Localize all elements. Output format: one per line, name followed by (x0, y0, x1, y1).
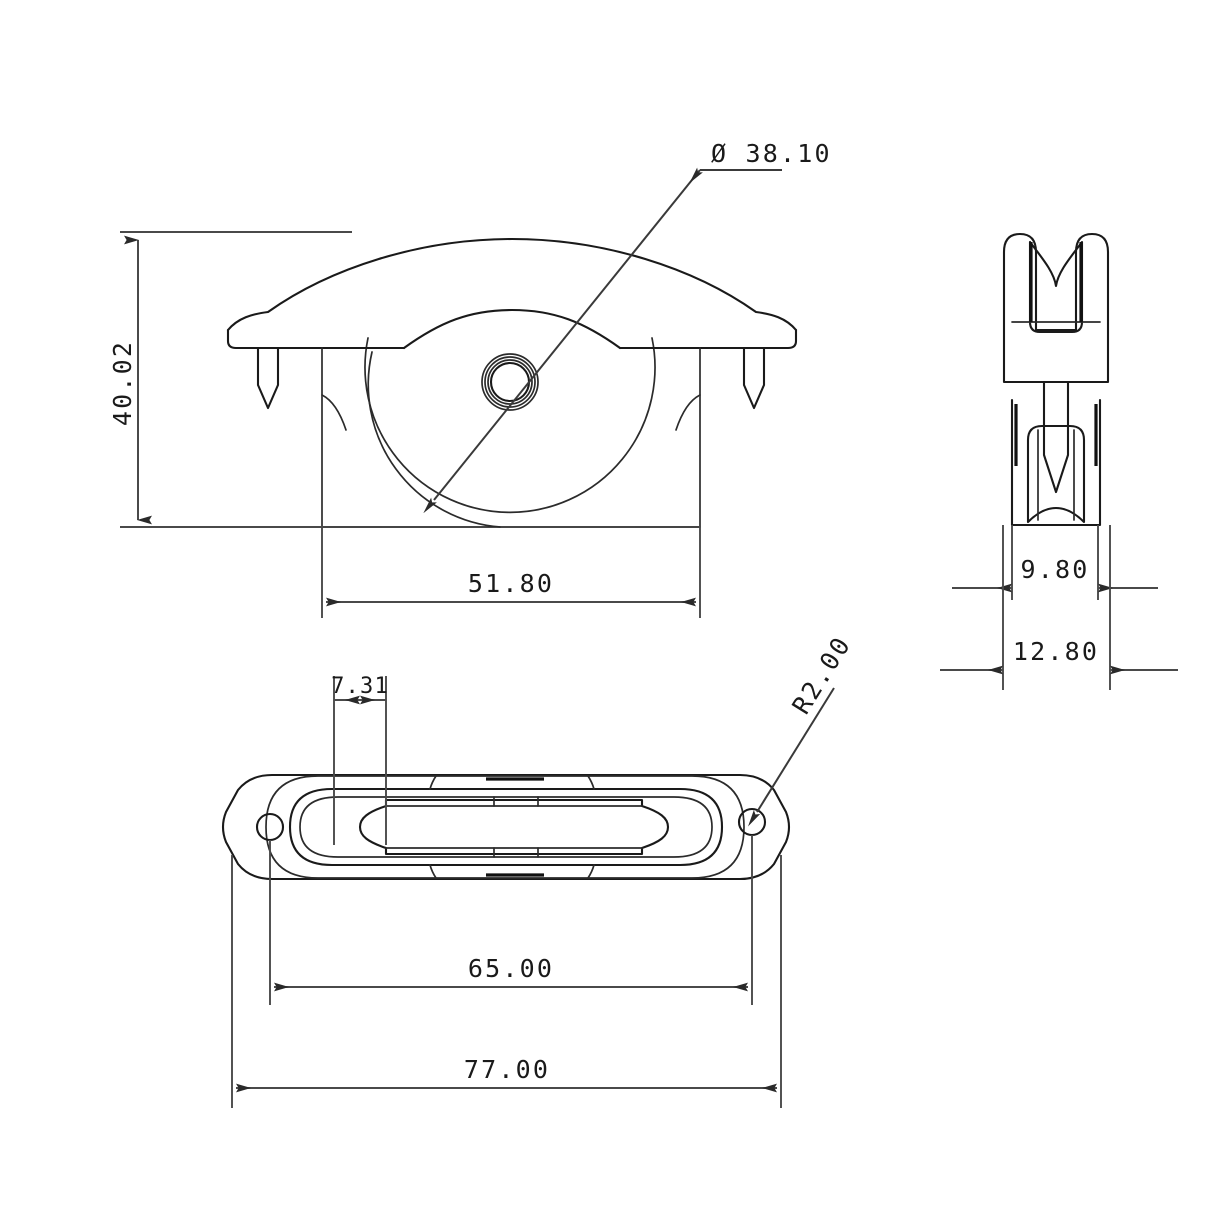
bracket-outer-body (1002, 232, 1110, 384)
recess-oval-outer (288, 787, 724, 867)
recess-oval-inner (299, 796, 713, 858)
mounting-pin-right (742, 346, 766, 410)
fillet-left (321, 394, 347, 431)
mounting-hole-left (255, 812, 285, 842)
dimension-length-77: 77.00 (231, 855, 782, 1108)
dim-label-length-65: 65.00 (468, 954, 554, 983)
mounting-hole-right (737, 807, 767, 837)
plan-view-geometry (221, 773, 791, 881)
dimension-length-65: 65.00 (269, 835, 753, 1005)
dimension-width-51: 51.80 (321, 396, 701, 618)
sheave-outer-circle (364, 337, 656, 514)
dimension-height-40: 40.02 (108, 231, 352, 528)
bushing-bore (489, 361, 531, 403)
diameter-leader-line (423, 167, 703, 514)
front-view-geometry (226, 237, 798, 528)
dome-cover-outline (226, 237, 798, 332)
boss-outline (265, 775, 745, 879)
sheave-outer-silhouette (1010, 398, 1102, 527)
dim-label-height-40: 40.02 (108, 340, 137, 426)
sheave-inner-arc (367, 351, 501, 528)
dimension-thickness-7: 7.31 (331, 674, 389, 845)
dimension-diameter-38: Ø 38.10 (423, 139, 832, 514)
rib-mark-bottom-right (587, 864, 595, 879)
flange-right (618, 328, 798, 350)
sheave-through-slot (358, 798, 670, 856)
rib-mark-top-right (587, 775, 595, 790)
dimension-groove-9: 9.80 (952, 525, 1158, 600)
dimension-width-12: 12.80 (940, 525, 1178, 690)
dim-label-width-51: 51.80 (468, 569, 554, 598)
dimension-radius-2: R2.00 (748, 631, 857, 827)
plate-outline (221, 773, 791, 881)
dim-label-width-12: 12.80 (1013, 637, 1099, 666)
dim-label-diameter-38: Ø 38.10 (711, 139, 832, 168)
dim-label-length-77: 77.00 (464, 1055, 550, 1084)
bushing-ring-2 (487, 359, 533, 405)
bracket-inner-groove (1028, 240, 1084, 334)
dim-label-thickness-7: 7.31 (331, 674, 389, 699)
side-center-pin (1042, 380, 1070, 494)
dim-label-groove-9: 9.80 (1020, 555, 1089, 584)
radius-leader-line (748, 687, 835, 827)
sheave-groove-body (1026, 424, 1086, 524)
fillet-right (675, 394, 701, 431)
dim-label-radius-2: R2.00 (786, 631, 856, 720)
side-view-geometry (1002, 232, 1110, 527)
bushing-ring-3 (484, 356, 536, 408)
mounting-pin-left (256, 346, 280, 410)
cover-inner-sweep (402, 308, 622, 350)
rib-mark-bottom-left (429, 864, 437, 879)
flange-left (226, 328, 406, 350)
rib-mark-top-left (429, 775, 437, 790)
